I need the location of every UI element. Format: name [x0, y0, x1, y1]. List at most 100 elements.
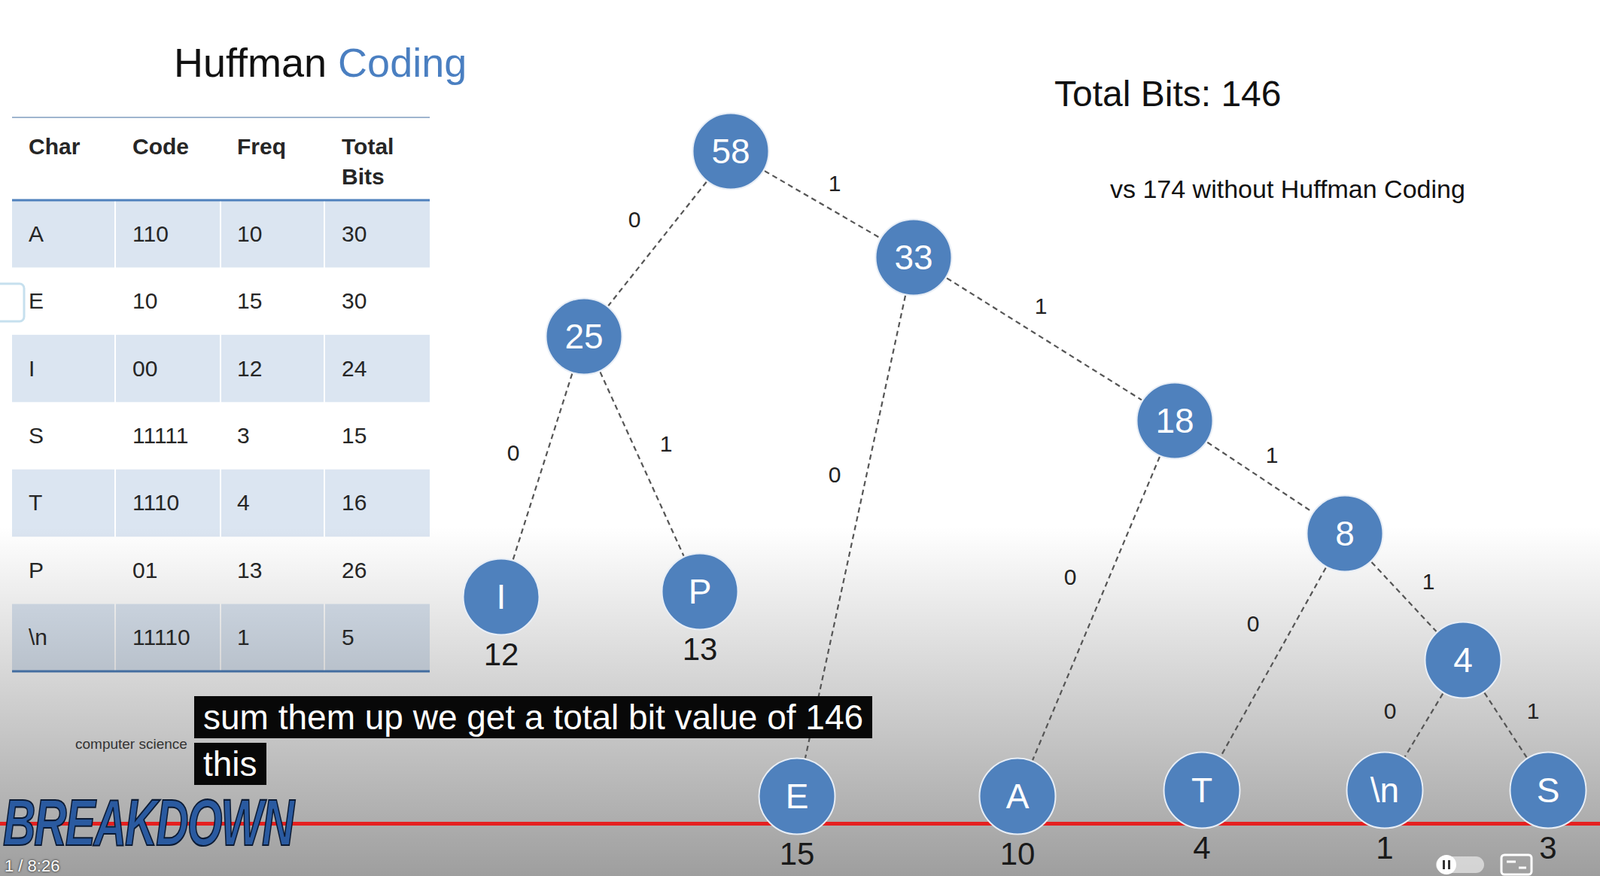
table-cell: 15 [341, 422, 367, 450]
node-label: 58 [691, 133, 770, 169]
node-label: T [1162, 772, 1242, 808]
table-cell: 24 [341, 355, 367, 383]
tree-branch [1371, 562, 1437, 632]
table-cell: S [28, 422, 44, 450]
node-label: S [1508, 772, 1588, 808]
autoplay-knob [1436, 854, 1457, 875]
table-header-cell: Code [132, 131, 189, 162]
tree-node: T4 [1162, 751, 1242, 830]
node-label: \n [1345, 772, 1424, 808]
tree-branch [513, 374, 572, 560]
bit-label: 0 [1064, 565, 1077, 589]
bit-label: 1 [1526, 699, 1540, 723]
table-header-cell: Freq [237, 131, 286, 162]
table-cell: 1 [237, 623, 250, 651]
cc-icon-line [1506, 860, 1516, 864]
table-cell: 16 [341, 489, 367, 517]
node-label: 33 [874, 240, 953, 275]
tree-node: E15 [757, 757, 837, 836]
tree-node: P13 [660, 552, 740, 631]
node-label: 18 [1135, 403, 1214, 439]
cc-icon [1501, 854, 1532, 875]
bit-label: 1 [1265, 444, 1279, 467]
video-time: 1 / 8:26 [4, 857, 60, 875]
tree-branch [1220, 567, 1326, 756]
cursor-highlight [0, 283, 25, 322]
bit-label: 1 [1034, 295, 1048, 318]
table-cell: 3 [237, 422, 250, 450]
pause-bar [1442, 860, 1445, 870]
bit-label: 0 [628, 208, 642, 232]
table-cell: 00 [132, 355, 158, 383]
table-cell: \n [28, 623, 48, 651]
table-cell: A [28, 220, 44, 248]
tree-branch [764, 170, 880, 238]
bit-label: 0 [1247, 612, 1260, 636]
tree-branch [600, 371, 685, 556]
table-cell: 15 [237, 287, 262, 315]
tree-node: 33 [874, 218, 953, 297]
bit-label: 1 [660, 432, 673, 456]
frequency-label: 13 [682, 633, 718, 666]
table-cell: P [28, 556, 44, 585]
subtitle-text: sum them up we get a total bit value of … [194, 696, 873, 785]
table-cell: 5 [341, 623, 355, 651]
watermark-text: computer science [75, 736, 188, 753]
tree-node: 18 [1135, 381, 1214, 460]
frequency-label: 4 [1192, 832, 1211, 864]
bit-label: 0 [1384, 699, 1397, 723]
tree-branch [805, 295, 906, 758]
node-label: 25 [544, 319, 624, 354]
table-cell: E [28, 287, 44, 315]
table-cell: 11110 [132, 623, 191, 651]
node-label: E [757, 778, 837, 814]
tree-branch [608, 182, 706, 307]
table-cell: T [28, 489, 43, 517]
watermark-logo: BREAKDOWN [3, 790, 293, 856]
tree-branch [946, 278, 1142, 401]
tree-node: 58 [691, 112, 770, 191]
table-header-cell: Total Bits [341, 131, 426, 192]
node-label: P [660, 574, 740, 609]
table-cell: 10 [132, 287, 158, 315]
tree-node: \n1 [1345, 751, 1424, 830]
tree-node: 8 [1305, 494, 1385, 573]
tree-branch [1405, 693, 1443, 758]
tree-node: 4 [1423, 620, 1503, 700]
comparison-note: vs 174 without Huffman Coding [1110, 173, 1466, 204]
table-cell: 30 [341, 287, 367, 315]
frequency-label: 3 [1539, 832, 1557, 864]
table-cell: 30 [341, 220, 367, 248]
table-header-rule [12, 199, 430, 202]
diagram-title: Huffman Coding [173, 39, 467, 86]
video-shade [0, 526, 1600, 876]
bit-label: 0 [507, 441, 521, 465]
node-label: A [978, 778, 1057, 814]
bit-label: 0 [828, 463, 842, 487]
tree-node: A10 [978, 757, 1057, 836]
pause-bar [1447, 860, 1451, 870]
node-label: I [462, 579, 541, 615]
table-cell: 26 [341, 556, 367, 585]
node-label: 8 [1305, 516, 1385, 551]
table-cell: 10 [237, 220, 262, 248]
table-cell: I [28, 355, 35, 383]
tree-branch [1484, 693, 1527, 758]
table-cell: 01 [132, 556, 158, 585]
tree-node: S3 [1508, 751, 1588, 830]
table-header-cell: Char [28, 131, 80, 162]
subtitle-box: sum them up we get a total bit value of … [194, 693, 872, 788]
tree-node: 25 [544, 297, 624, 376]
cc-icon-line [1518, 866, 1527, 870]
tree-node: I12 [462, 557, 541, 636]
frequency-label: 10 [1000, 838, 1036, 870]
tree-branch [1032, 456, 1160, 761]
bit-label: 1 [828, 172, 842, 195]
frequency-label: 15 [779, 838, 816, 870]
node-label: 4 [1423, 642, 1503, 678]
bit-label: 1 [1422, 570, 1436, 594]
frequency-label: 1 [1375, 832, 1394, 864]
table-cell: 12 [237, 355, 262, 383]
table-cell: 11111 [132, 422, 189, 450]
table-top-rule [12, 116, 430, 119]
